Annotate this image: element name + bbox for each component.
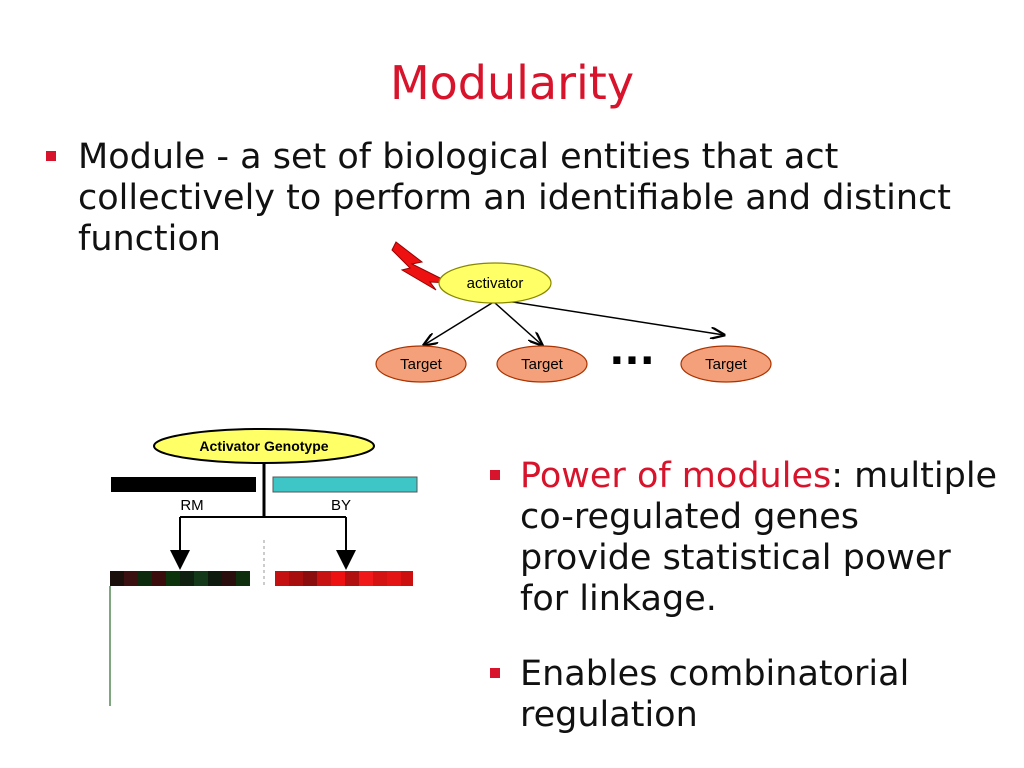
edge-activator-target-1 — [424, 302, 493, 345]
heatmap-by-strip — [275, 571, 413, 586]
heatmap-rm-strip — [110, 571, 250, 586]
bullet-text: Enables combinatorial regulation — [520, 654, 910, 735]
target-label: Target — [400, 356, 443, 373]
bullet-square-icon — [46, 151, 56, 161]
highlight-text: Power of modules — [520, 456, 832, 496]
target-node-2: Target — [496, 345, 588, 383]
ellipsis: ... — [609, 328, 655, 374]
bullet-text: Module - a set of biological entities th… — [78, 137, 951, 259]
highlight-colon: : — [831, 456, 844, 496]
target-label: Target — [705, 356, 748, 373]
rm-label: RM — [180, 497, 203, 514]
bullet-square-icon — [490, 668, 500, 678]
edge-activator-target-3 — [499, 299, 724, 335]
bullet-square-icon — [490, 470, 500, 480]
activator-genotype-node: Activator Genotype — [153, 428, 375, 464]
activator-node: activator — [438, 262, 552, 304]
lightning-bolt-icon — [391, 241, 451, 291]
bullet-text: Power of modules: multiple co-regulated … — [520, 456, 1000, 620]
slide-title: Modularity — [389, 56, 635, 110]
activator-label: activator — [467, 275, 524, 292]
by-bar — [272, 476, 418, 493]
rm-bar — [111, 477, 256, 492]
by-label: BY — [331, 497, 351, 514]
target-node-1: Target — [375, 345, 467, 383]
genotype-label: Activator Genotype — [199, 438, 328, 454]
bullet-rest-text: multiple co-regulated genes provide stat… — [520, 456, 998, 619]
target-node-3: Target — [680, 345, 772, 383]
target-label: Target — [521, 356, 564, 373]
edge-activator-target-2 — [494, 302, 542, 345]
